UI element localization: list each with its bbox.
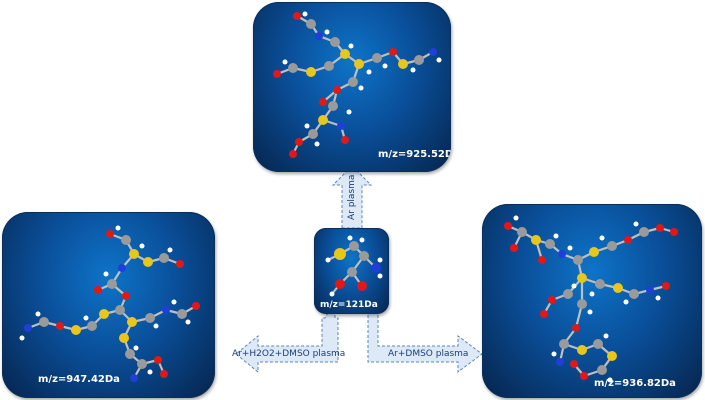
mass-label-ar-dmso-plasma: m/z=936.82Da xyxy=(594,378,676,389)
arrow-right-dmso xyxy=(367,299,483,373)
arrow-up-ar-plasma xyxy=(331,165,373,229)
product-panel-ar-dmso-plasma: m/z=936.82Da xyxy=(482,204,702,398)
mass-label-ar-h2o2-dmso-plasma: m/z=947.42Da xyxy=(38,374,120,385)
mass-label-cysteine: m/z=121Da xyxy=(320,300,378,310)
product-panel-ar-plasma: m/z=925.52Da xyxy=(253,2,451,172)
cysteine-panel: m/z=121Da xyxy=(314,228,389,314)
arrow-up-label: Ar plasma xyxy=(347,174,357,220)
mass-label-ar-plasma: m/z=925.52Da xyxy=(378,149,451,160)
arrow-left-h2o2-dmso xyxy=(235,298,339,374)
arrow-right-label: Ar+DMSO plasma xyxy=(388,349,469,359)
arrow-left-label: Ar+H2O2+DMSO plasma xyxy=(232,349,346,359)
molecule-ar-h2o2-dmso-plasma xyxy=(19,225,200,382)
molecule-ar-plasma xyxy=(273,11,442,158)
molecule-ar-dmso-plasma xyxy=(504,215,678,383)
molecule-cysteine xyxy=(325,235,383,297)
product-panel-ar-h2o2-dmso-plasma: m/z=947.42Da xyxy=(2,212,215,398)
